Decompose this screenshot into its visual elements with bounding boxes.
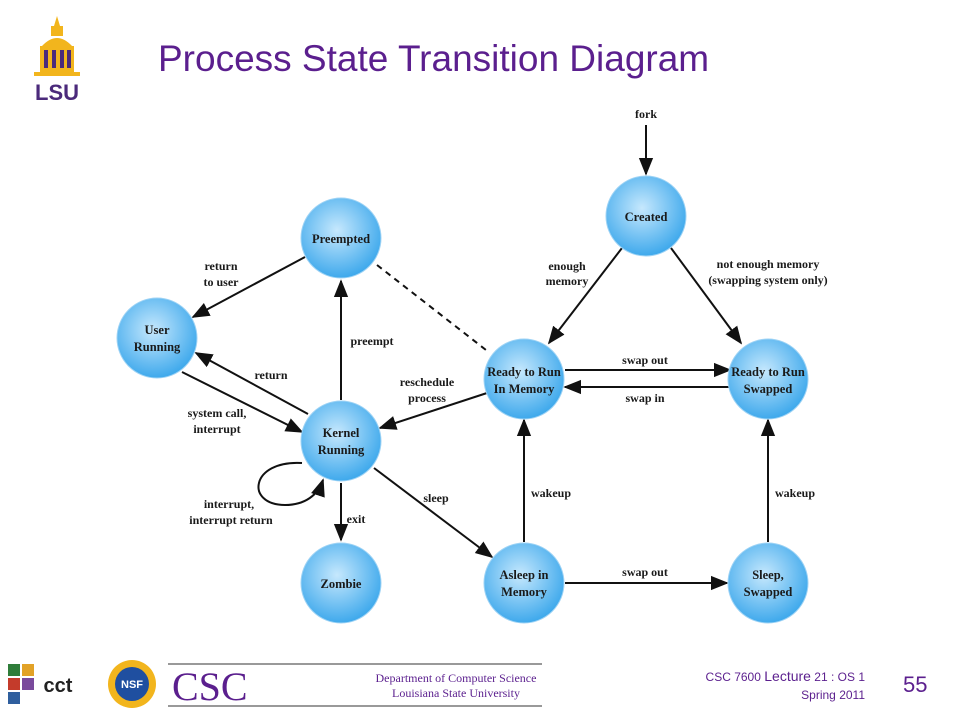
course-line: CSC 7600 Lecture 21 : OS 1: [660, 668, 865, 684]
node-zombie: [300, 542, 382, 624]
dept-line-1: Department of Computer Science: [376, 671, 537, 685]
label-syscall-2: interrupt: [193, 422, 240, 436]
term: Spring 2011: [801, 688, 865, 702]
label-fork: fork: [635, 107, 657, 121]
edge-dashed: [376, 264, 487, 351]
node-user-running: [116, 297, 198, 379]
node-preempted-label: Preempted: [312, 232, 370, 246]
label-not-enough-2: (swapping system only): [708, 273, 827, 287]
node-sleep-swap-label-1: Sleep,: [752, 568, 784, 582]
cct-logo: cct: [8, 664, 73, 704]
label-wakeup-swap: wakeup: [775, 486, 815, 500]
label-return-to-user-2: to user: [204, 275, 240, 289]
footer-logos: cct NSF CSC Department of Computer Scien…: [8, 660, 542, 709]
label-interrupt-2: interrupt return: [189, 513, 273, 527]
node-ready-mem-label-2: In Memory: [494, 382, 555, 396]
node-sleep-swap-label-2: Swapped: [744, 585, 793, 599]
node-ready-swap-label-1: Ready to Run: [731, 365, 805, 379]
node-kernel-running: [300, 400, 382, 482]
label-wakeup-mem: wakeup: [531, 486, 571, 500]
label-return-to-user-1: return: [204, 259, 237, 273]
label-swap-in: swap in: [625, 391, 664, 405]
course-info: CSC 7600 Lecture 21 : OS 1 Spring 2011: [660, 668, 865, 702]
label-enough-memory-2: memory: [546, 274, 589, 288]
page-number: 55: [903, 672, 928, 697]
node-ready-swapped: [727, 338, 809, 420]
dept-line-2: Louisiana State University: [392, 686, 520, 700]
edge-reschedule: [378, 392, 488, 430]
node-user-running-label-2: Running: [134, 340, 181, 354]
label-swap-out-sleep: swap out: [622, 565, 668, 579]
label-reschedule-1: reschedule: [400, 375, 455, 389]
label-enough-memory-1: enough: [548, 259, 586, 273]
node-asleep-in-memory: [483, 542, 565, 624]
lecture-word: Lecture: [764, 668, 811, 684]
edge-system-call: [181, 371, 304, 433]
label-sleep: sleep: [423, 491, 449, 505]
nsf-logo: NSF: [108, 660, 156, 708]
label-exit: exit: [347, 512, 366, 526]
lsu-logo: LSU: [34, 16, 80, 104]
node-asleep-mem-label-1: Asleep in: [500, 568, 549, 582]
node-zombie-label: Zombie: [321, 577, 362, 591]
label-return: return: [254, 368, 287, 382]
node-ready-mem-label-1: Ready to Run: [487, 365, 561, 379]
label-reschedule-2: process: [408, 391, 446, 405]
edge-not-enough-memory: [670, 247, 743, 345]
node-created-label: Created: [625, 210, 668, 224]
node-ready-swap-label-2: Swapped: [744, 382, 793, 396]
edge-enough-memory: [547, 247, 623, 345]
edge-sleep: [373, 467, 494, 559]
node-kernel-running-label-2: Running: [318, 443, 365, 457]
node-created: [605, 175, 687, 257]
course-code: CSC 7600: [705, 670, 761, 684]
node-preempted: [300, 197, 382, 279]
nsf-logo-text: NSF: [121, 679, 143, 691]
node-kernel-running-label-1: Kernel: [323, 426, 360, 440]
lecture-info: 21 : OS 1: [814, 670, 865, 684]
edge-return: [194, 352, 309, 415]
node-user-running-label-1: User: [145, 323, 170, 337]
label-preempt: preempt: [350, 334, 393, 348]
label-swap-out: swap out: [622, 353, 668, 367]
node-sleep-swapped: [727, 542, 809, 624]
csc-logo-text: CSC: [172, 664, 248, 709]
slide-title: Process State Transition Diagram: [158, 38, 710, 79]
label-interrupt-1: interrupt,: [204, 497, 254, 511]
lsu-logo-text: LSU: [35, 80, 79, 104]
label-not-enough-1: not enough memory: [717, 257, 820, 271]
edge-return-to-user: [191, 256, 306, 318]
label-syscall-1: system call,: [188, 406, 247, 420]
edge-interrupt-loop: [257, 461, 325, 507]
cct-logo-text: cct: [44, 675, 73, 697]
state-diagram: Created Preempted User Running Kernel Ru…: [116, 107, 828, 624]
node-asleep-mem-label-2: Memory: [501, 585, 548, 599]
node-ready-in-memory: [483, 338, 565, 420]
